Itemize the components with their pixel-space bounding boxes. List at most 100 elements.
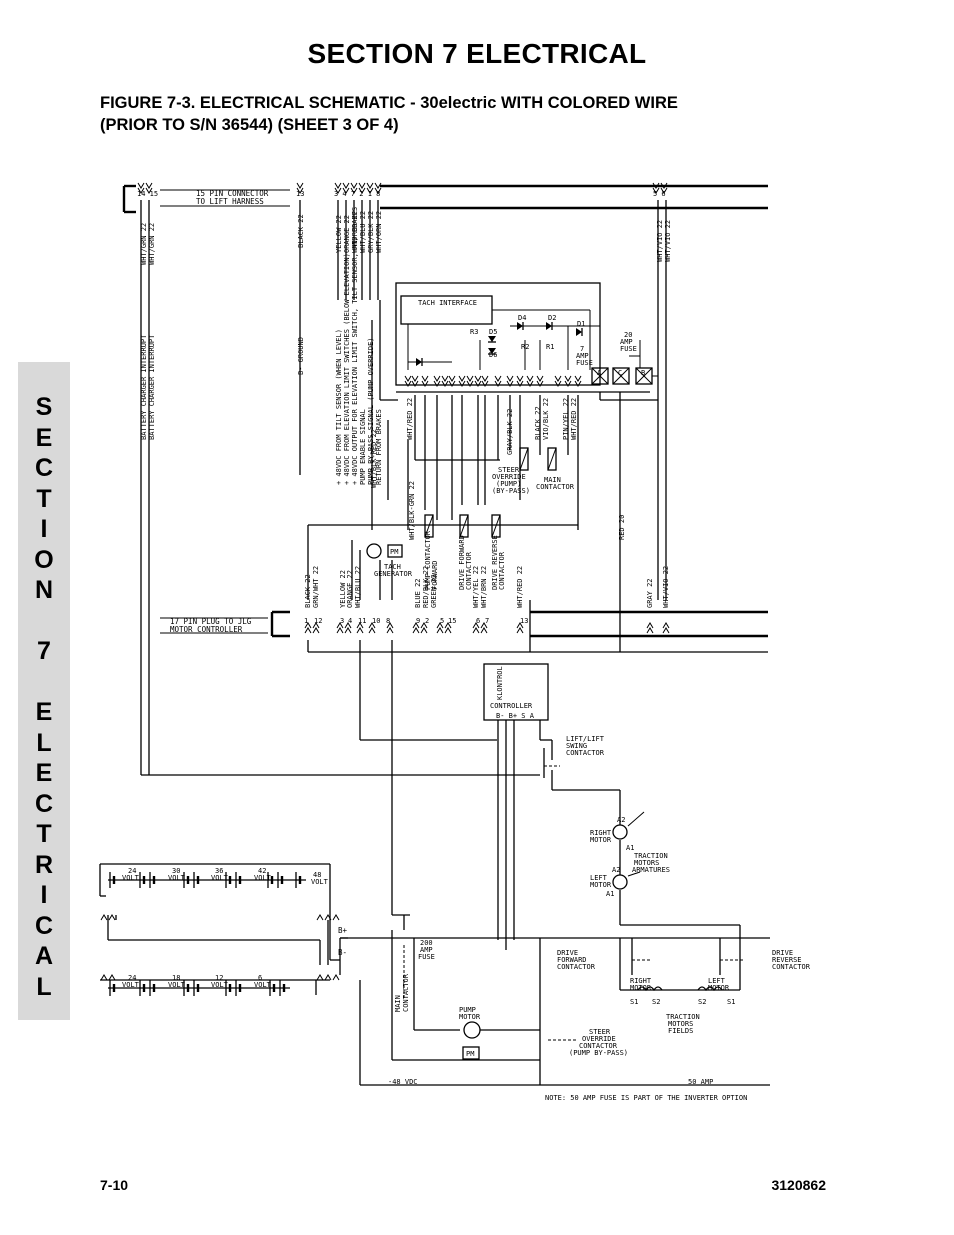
- pin-chevron: [481, 375, 489, 382]
- terminal-b: B: [641, 369, 645, 377]
- pin-chevron: [536, 375, 544, 382]
- main-contactor-2: CONTACTOR: [536, 483, 575, 491]
- pin-chevron: [334, 187, 342, 194]
- section-title: SECTION 7 ELECTRICAL: [307, 38, 647, 69]
- plug-17-label-1: 17 PIN PLUG TO JLG: [170, 617, 252, 626]
- plug-17-pin-number: 8: [386, 617, 390, 625]
- pm-label-bottom: PM: [466, 1050, 474, 1058]
- fuse-50-label: 50 AMP: [688, 1078, 713, 1086]
- battery-48-volt: VOLT: [311, 878, 329, 886]
- connector-15-chevrons: [137, 182, 668, 194]
- battery-bottom-label: VOLT: [168, 981, 186, 989]
- motor-a2-left: A2: [612, 866, 620, 874]
- pin-chevron: [458, 380, 466, 387]
- pin-chevron: [358, 187, 366, 194]
- pin-chevron: [444, 627, 452, 634]
- mid-wire-label: WHT/RED 22: [406, 398, 414, 440]
- field-s2-left: S2: [652, 998, 660, 1006]
- mid-wire-label: WHT/BLK-GRN 22: [408, 481, 416, 540]
- plug-17-wire-label: BLUE 22: [414, 578, 422, 608]
- contactor-label: CONTACTOR: [465, 551, 473, 590]
- steer-override-2: OVERRIDE: [492, 473, 526, 481]
- pin-chevron: [356, 627, 364, 634]
- pin-chevron: [420, 622, 428, 629]
- connector-15-pins-right: 3 4 7 2 1 8: [334, 190, 380, 198]
- drive-contactor-wiring: [619, 925, 745, 991]
- vdc-48-label: -48 VDC: [388, 1078, 418, 1086]
- left-motor-f-2: MOTOR: [708, 984, 730, 992]
- steer-override-4: (BY-PASS): [492, 487, 530, 495]
- side-tab-letter: L: [36, 972, 52, 1001]
- plug-17-wire-label: ORANGE 22: [346, 570, 354, 608]
- pin-chevron: [316, 974, 324, 981]
- top-wire-label: GRY/BLK 22: [367, 211, 375, 253]
- left-motor-2: MOTOR: [590, 881, 612, 889]
- pin-chevron: [145, 187, 153, 194]
- pin-chevron: [137, 182, 145, 189]
- connector-15-pins-left: 14 15: [137, 190, 158, 198]
- diode-d6: D6: [489, 351, 497, 359]
- pin-chevron: [366, 182, 374, 189]
- pump-motor-symbol: [463, 1021, 481, 1039]
- field-s1-left: S1: [630, 998, 638, 1006]
- main-contactor-1: MAIN: [544, 476, 561, 484]
- steer-override-c-3: CONTACTOR: [579, 1042, 618, 1050]
- signal-description: + 48VDC FROM TILT SENSOR (WHEN LEVEL): [335, 329, 343, 485]
- lift-contactor-3: CONTACTOR: [566, 749, 605, 757]
- main-contactor-v-2: CONTACTOR: [402, 973, 410, 1012]
- b-minus-label: B-: [338, 948, 347, 957]
- pin-chevron: [342, 187, 350, 194]
- contactor-label: DRIVE FORWARD: [458, 535, 466, 590]
- plug-17-pin-number: 11: [358, 617, 366, 625]
- pin-chevron: [466, 375, 474, 382]
- signal-description: + 48VDC OUTPUT FOR ELEVATION LIMIT SWITC…: [351, 207, 359, 485]
- connector-15-pins-mid: 13: [296, 190, 304, 198]
- battery-selector-chevrons: [100, 914, 340, 981]
- armatures-2: MOTORS: [634, 859, 659, 867]
- pin-chevron: [108, 974, 116, 981]
- plug-17-wire-label: GRAY 22: [646, 578, 654, 608]
- tach-generator-symbol: [366, 543, 382, 559]
- side-tab-letter: C: [34, 454, 54, 482]
- pin-chevron: [334, 182, 342, 189]
- battery-top-label: 24: [128, 867, 136, 875]
- contactor-label: PUMP CONTACTOR: [424, 530, 432, 590]
- field-s1-right: S1: [727, 998, 735, 1006]
- pin-chevron: [662, 627, 670, 634]
- lower-wiring: [141, 600, 768, 950]
- field-s2-right: S2: [698, 998, 706, 1006]
- pin-chevron: [366, 187, 374, 194]
- fields-2: MOTORS: [668, 1020, 693, 1028]
- plug-17-chevrons: [304, 622, 670, 634]
- drive-rev-2: REVERSE: [772, 956, 802, 964]
- fields-3: FIELDS: [668, 1027, 693, 1035]
- contactor-label: FORWARD: [431, 560, 439, 590]
- top-wire-label: WHT/BLU 22: [359, 211, 367, 253]
- pin-chevron: [472, 627, 480, 634]
- control-box-wiring: [407, 309, 600, 370]
- pin-chevron: [374, 187, 382, 194]
- fuse-20-line3: FUSE: [620, 345, 637, 353]
- pin-chevron: [436, 627, 444, 634]
- pump-motor-2: MOTOR: [459, 1013, 481, 1021]
- pin-chevron: [574, 380, 582, 387]
- battery-interrupt-2: BATTERY CHARGER INTERRUPT: [148, 334, 156, 440]
- side-tab-letter: A: [34, 942, 54, 970]
- mid-wire-label: RED 20: [618, 515, 626, 540]
- wire-label-wht-grn-1: WHT/GRN 22: [140, 223, 148, 265]
- plug-17-pin-number: 2: [425, 617, 429, 625]
- pin-chevron: [506, 380, 514, 387]
- battery-bank-top: [99, 863, 331, 960]
- drive-fwd-3: CONTACTOR: [557, 963, 596, 971]
- pin-chevron: [420, 627, 428, 634]
- pin-chevron: [368, 627, 376, 634]
- pin-chevron: [494, 380, 502, 387]
- side-tab-letter: L: [36, 728, 52, 757]
- plug-17-wire-label: WHT/BRN 22: [480, 566, 488, 608]
- plug-17-pin-number: 12: [314, 617, 322, 625]
- lift-contactor-1: LIFT/LIFT: [566, 735, 605, 743]
- fuse-7-line2: AMP: [576, 352, 589, 360]
- connector-15-label-1: 15 PIN CONNECTOR: [196, 189, 269, 198]
